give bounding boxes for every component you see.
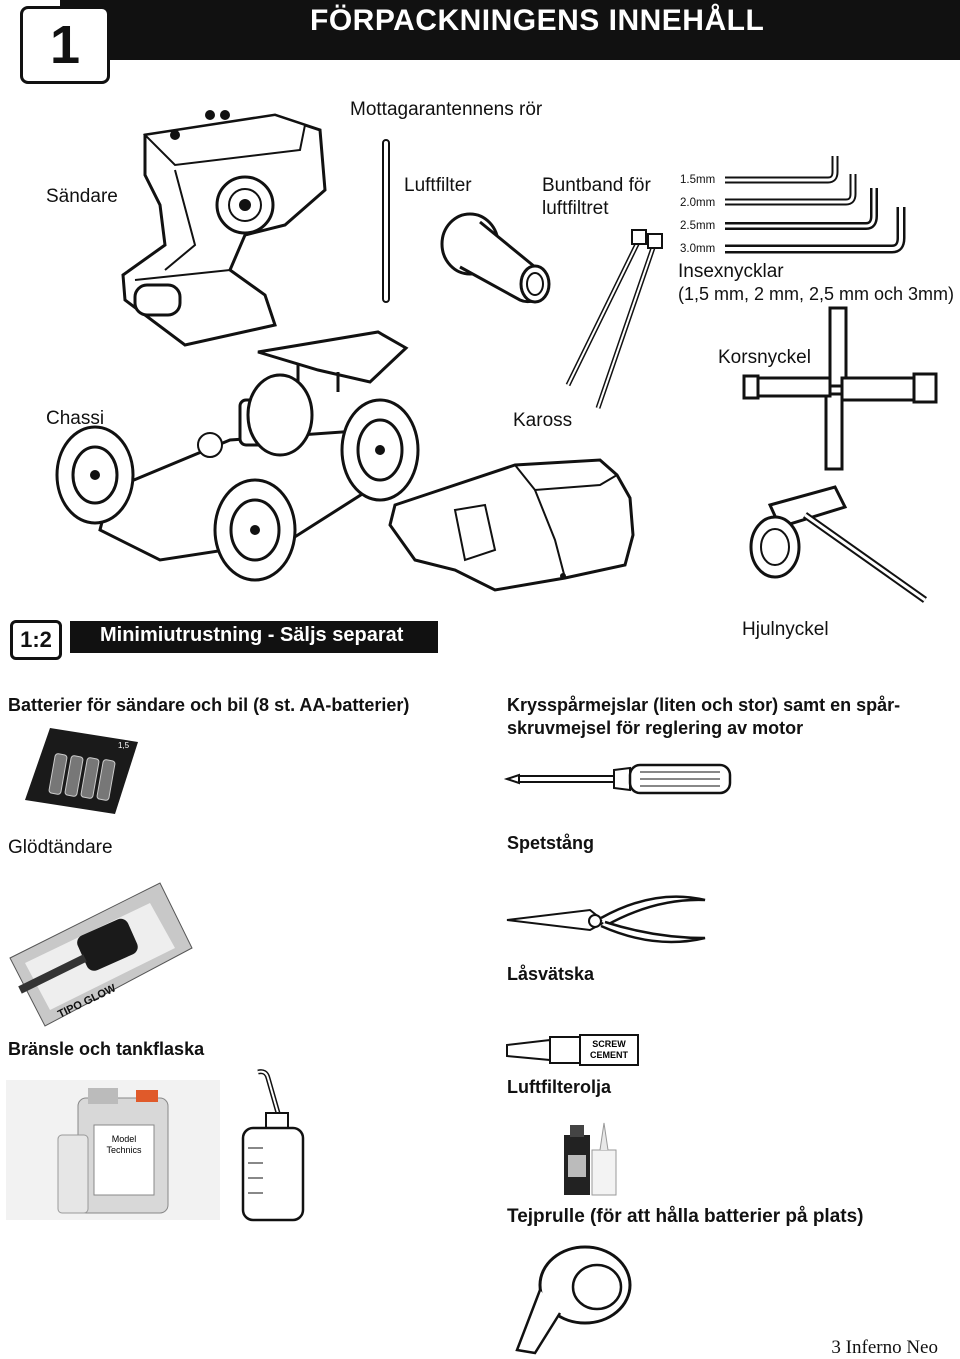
header-bar [0,0,960,66]
section-title: Minimiutrustning - Säljs separat [100,624,404,646]
antenna-tube-illustration [382,139,390,303]
label-glodtandare: Glödtändare [8,837,113,858]
hex-size-3: 2.5mm [680,220,716,232]
label-spetstang: Spetstång [507,833,595,853]
tape-roll-illustration [515,1245,632,1355]
page-footer: 3 Inferno Neo [831,1337,938,1358]
step-number-box: 1 [20,6,110,84]
transmitter-illustration [121,110,327,347]
label-skruvmejslar-1: Krysspårmejslar (liten och stor) samt en… [507,695,901,715]
label-batterier: Batterier för sändare och bil (8 st. AA-… [8,695,410,715]
screw-cement-illustration: SCREW CEMENT [506,1034,639,1066]
wheel-wrench-illustration [749,485,928,603]
section-badge-text: 1:2 [20,627,52,652]
label-lasvatska: Låsvätska [507,964,595,984]
fuel-bottle-illustration [241,1069,305,1222]
label-bransle: Bränsle och tankflaska [8,1039,205,1059]
fuel-can-photo: Model Technics [6,1080,220,1220]
cross-wrench-illustration [742,306,938,471]
step-number: 1 [49,15,81,75]
battery-pack-illustration: 1,5 [25,728,138,814]
label-chassi: Chassi [46,408,105,429]
battery-voltage-text: 1,5 [118,741,130,750]
hex-keys-illustration [725,156,906,254]
section-bar [70,621,438,653]
body-shell-illustration [388,458,635,592]
fuel-brand-1: Model [112,1134,137,1144]
hex-size-2: 2.0mm [680,197,716,209]
glow-igniter-illustration: TIPO GLOW [9,882,193,1027]
hex-size-1: 1.5mm [680,174,716,186]
label-hjulnyckel: Hjulnyckel [742,619,829,640]
label-tejprulle: Tejprulle (för att hålla batterier på pl… [507,1206,864,1227]
label-luftfilter: Luftfilter [404,175,472,196]
chassis-illustration [55,373,420,582]
label-antenna-tube: Mottagarantennens rör [350,99,543,120]
page-title: FÖRPACKNINGENS INNEHÅLL [310,4,765,37]
section-badge: 1:2 [10,620,62,660]
needle-nose-pliers-illustration [506,895,706,944]
hex-size-4: 3.0mm [680,243,716,255]
label-buntband: Buntband för luftfiltret [542,175,651,219]
label-korsnyckel: Korsnyckel [718,347,811,368]
label-insexnycklar: Insexnycklar [678,261,784,282]
label-luftfilterolja: Luftfilterolja [507,1077,611,1097]
screw-cement-text-2: CEMENT [590,1050,629,1060]
filter-oil-illustration [564,1122,617,1196]
screwdriver-illustration [503,763,732,795]
label-sandare: Sändare [46,186,118,207]
label-insexnycklar-sizes: (1,5 mm, 2 mm, 2,5 mm och 3mm) [678,284,955,304]
label-skruvmejslar-2: skruvmejsel för reglering av motor [507,718,804,738]
fuel-brand-2: Technics [106,1145,142,1155]
screw-cement-text-1: SCREW [592,1039,626,1049]
air-filter-illustration [440,212,551,304]
cable-tie-illustration [565,229,663,409]
label-kaross: Kaross [513,410,573,431]
